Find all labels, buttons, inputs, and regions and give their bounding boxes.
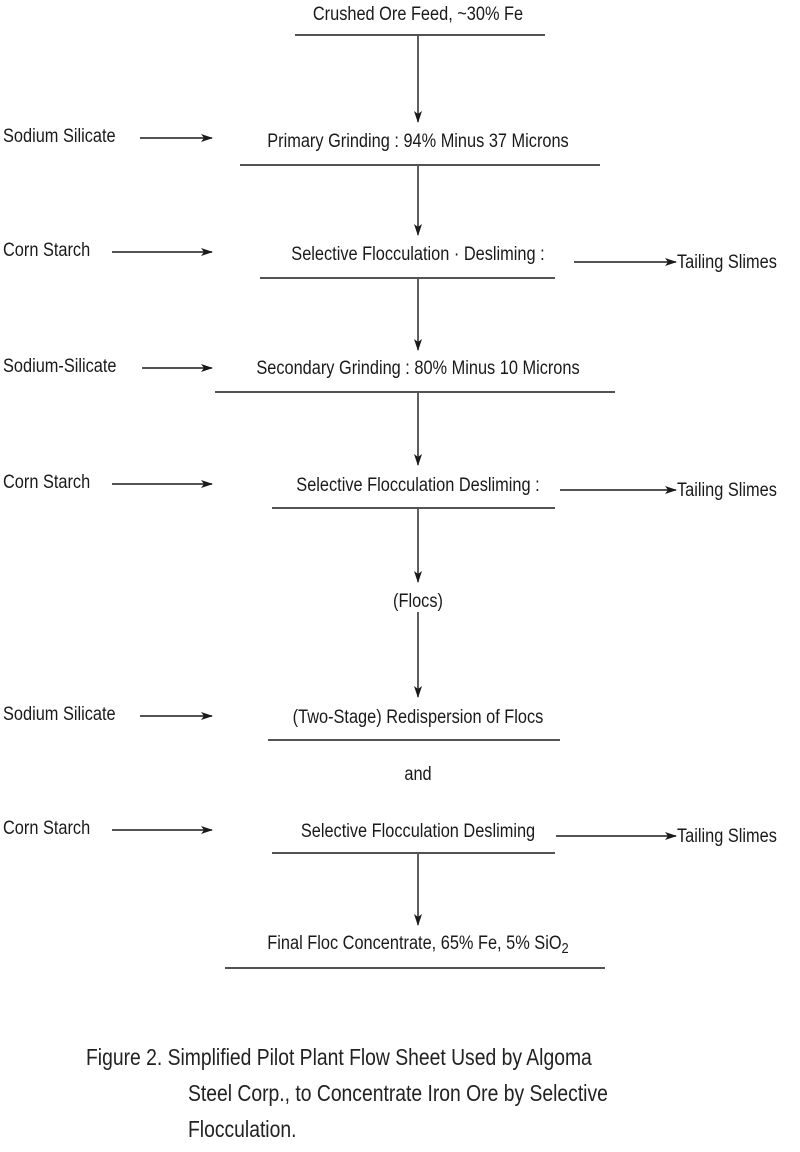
reagent-label-2: Corn Starch — [3, 240, 91, 261]
feed-label: Crushed Ore Feed, ~30% Fe — [312, 4, 524, 25]
flocculation-1-label: Selective Flocculation · Desliming : — [291, 244, 545, 265]
redispersion-label: (Two-Stage) Redispersion of Flocs — [292, 707, 544, 728]
reagent-label-5: Sodium Silicate — [3, 704, 116, 725]
reagent-label-4: Corn Starch — [3, 472, 91, 493]
reagent-label-6: Corn Starch — [3, 818, 91, 839]
flocculation-3-label: Selective Flocculation Desliming — [300, 821, 536, 842]
caption-line-1: Figure 2. Simplified Pilot Plant Flow Sh… — [86, 1044, 592, 1070]
final-concentrate-text: Final Floc Concentrate, 65% Fe, 5% SiO — [267, 933, 562, 954]
final-concentrate-subscript: 2 — [561, 940, 569, 957]
final-concentrate-label: Final Floc Concentrate, 65% Fe, 5% SiO2 — [246, 933, 590, 957]
tailing-label-2: Tailing Slimes — [677, 480, 777, 501]
primary-grinding-label: Primary Grinding : 94% Minus 37 Microns — [267, 131, 569, 152]
and-label: and — [404, 764, 432, 785]
reagent-label-1: Sodium Silicate — [3, 126, 116, 147]
caption-line-2: Steel Corp., to Concentrate Iron Ore by … — [188, 1080, 608, 1106]
reagent-label-3: Sodium-Silicate — [3, 356, 117, 377]
tailing-label-1: Tailing Slimes — [677, 252, 777, 273]
secondary-grinding-label: Secondary Grinding : 80% Minus 10 Micron… — [256, 358, 580, 379]
caption-line-3: Flocculation. — [188, 1116, 297, 1142]
tailing-label-3: Tailing Slimes — [677, 826, 777, 847]
flocs-label: (Flocs) — [393, 591, 443, 612]
flocculation-2-label: Selective Flocculation Desliming : — [296, 475, 540, 496]
